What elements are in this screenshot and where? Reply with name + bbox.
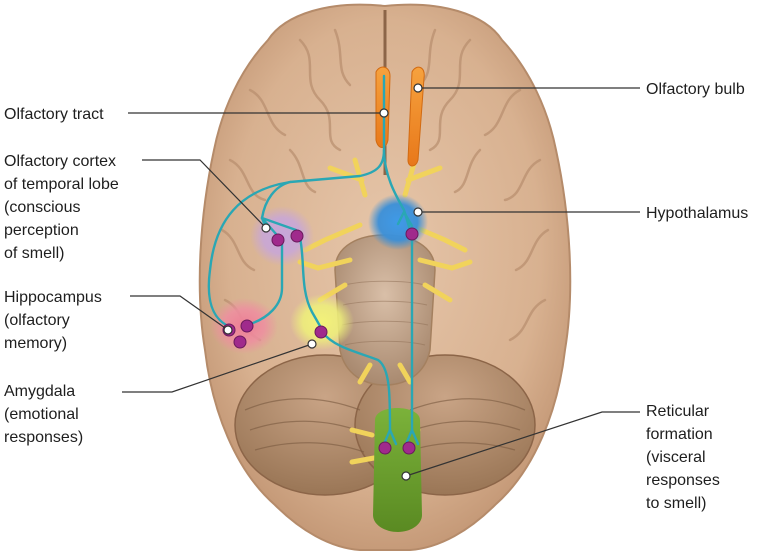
- label-line: Amygdala: [4, 383, 76, 400]
- label-line: Olfactory tract: [4, 106, 104, 123]
- label-reticular-formation: Reticular formation (visceral responses …: [646, 400, 720, 515]
- reticular-formation-region: [373, 408, 422, 532]
- amygdala-region: [290, 294, 354, 350]
- label-olfactory-tract: Olfactory tract: [4, 103, 104, 126]
- label-line: Olfactory bulb: [646, 81, 745, 98]
- label-hippocampus: Hippocampus (olfactory memory): [4, 286, 102, 355]
- leader-dots: [223, 83, 423, 481]
- label-line: formation: [646, 426, 713, 443]
- label-line: Hypothalamus: [646, 205, 749, 222]
- label-line: responses: [646, 472, 720, 489]
- label-line: memory): [4, 335, 68, 352]
- leader-lines: [122, 87, 640, 477]
- label-line: to smell): [646, 495, 707, 512]
- label-line: (visceral: [646, 449, 706, 466]
- label-line: of temporal lobe: [4, 176, 119, 193]
- label-olfactory-bulb: Olfactory bulb: [646, 78, 745, 101]
- label-line: Reticular: [646, 403, 710, 420]
- label-line: (olfactory: [4, 312, 70, 329]
- label-line: Hippocampus: [4, 289, 102, 306]
- label-olfactory-cortex: Olfactory cortex of temporal lobe (consc…: [4, 150, 119, 265]
- label-line: of smell): [4, 245, 65, 262]
- label-line: responses): [4, 429, 84, 446]
- label-line: Olfactory cortex: [4, 153, 117, 170]
- label-hypothalamus: Hypothalamus: [646, 202, 748, 225]
- label-line: (emotional: [4, 406, 79, 423]
- label-line: (conscious: [4, 199, 81, 216]
- label-amygdala: Amygdala (emotional responses): [4, 380, 83, 449]
- label-line: perception: [4, 222, 79, 239]
